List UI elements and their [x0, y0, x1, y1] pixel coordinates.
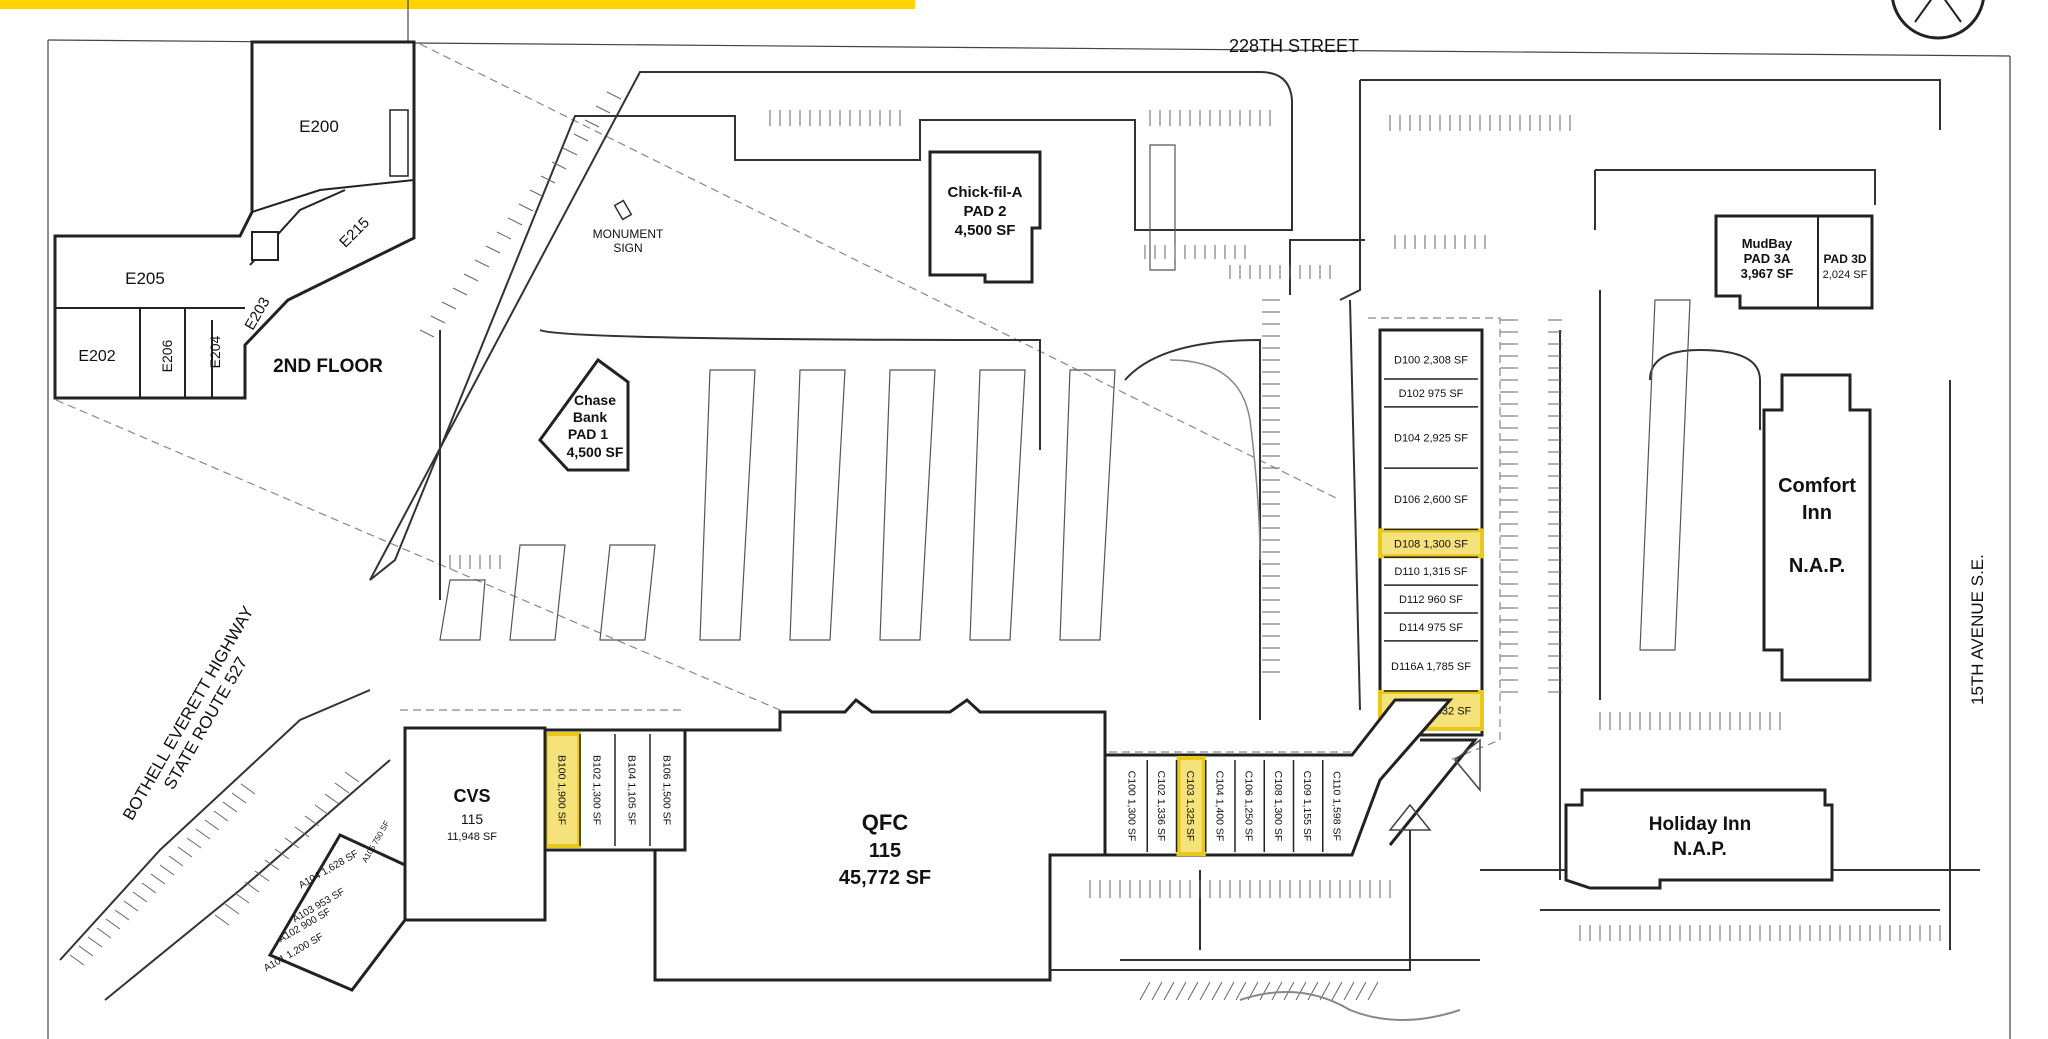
pad-line: MudBay: [1742, 236, 1793, 251]
unit-label: E205: [125, 269, 165, 288]
pad-line: Chase: [574, 392, 616, 408]
unit-label: D102 975 SF: [1399, 388, 1464, 400]
street-bothell-everett: BOTHELL EVERETT HIGHWAY STATE ROUTE 527: [119, 603, 257, 824]
qfc-sf: 45,772 SF: [839, 867, 931, 889]
street-228th: 228TH STREET: [1229, 36, 1359, 56]
cvs-sf: 11,948 SF: [447, 831, 497, 843]
holiday-line1: Holiday Inn: [1649, 814, 1751, 835]
qfc-number: 115: [869, 840, 901, 862]
walking-path: [1169, 359, 1261, 561]
unit-label: C108 1,300 SF: [1272, 771, 1284, 842]
pad-line: PAD 3A: [1744, 251, 1791, 266]
building-cvs: CVS 115 11,948 SF: [403, 726, 547, 922]
top-accent-bar: [0, 0, 915, 9]
unit-label: D112 960 SF: [1399, 594, 1463, 606]
unit-label: E204: [207, 335, 223, 368]
pad-line: Chick-fil-A: [948, 184, 1023, 201]
unit-label: D110 1,315 SF: [1394, 566, 1467, 578]
landscape-path: [1239, 991, 1461, 1021]
qfc-name: QFC: [862, 810, 909, 835]
building-holiday-inn: Holiday Inn N.A.P.: [1564, 788, 1834, 890]
cvs-name: CVS: [453, 786, 490, 806]
unit-label: D114 975 SF: [1399, 622, 1463, 634]
unit-label: C110 1,598 SF: [1330, 771, 1342, 841]
unit-label: E206: [159, 339, 175, 372]
unit-label: C100 1,300 SF: [1126, 771, 1138, 842]
directional-marker: [1388, 803, 1432, 831]
unit-highlight: [544, 732, 581, 848]
c-unit-list: C100 1,300 SF C102 1,336 SF C103 1,325 SF C…: [1126, 756, 1342, 856]
comfort-line1: Comfort: [1778, 475, 1856, 497]
comfort-line2: Inn: [1802, 502, 1832, 524]
pad-chase-bank: Chase Bank PAD 1 4,500 SF: [538, 357, 630, 472]
unit-label: C109 1,155 SF: [1301, 771, 1313, 842]
second-floor-plan: E200 E205 E202 E206 E204 E203 E215 2ND F…: [53, 40, 416, 400]
pad-line: PAD 3D: [1823, 252, 1866, 266]
unit-label: C102 1,336 SF: [1155, 771, 1167, 842]
unit-label: B102 1,300 SF: [591, 755, 603, 825]
building-comfort-inn: Comfort Inn N.A.P.: [1762, 373, 1872, 682]
pad-line: 3,967 SF: [1741, 266, 1794, 281]
holiday-line2: N.A.P.: [1673, 839, 1727, 860]
pad-chick-fil-a: Chick-fil-A PAD 2 4,500 SF: [928, 150, 1042, 284]
unit-highlight: [1176, 756, 1206, 856]
unit-label: B106 1,500 SF: [661, 755, 673, 825]
street-west-line1: BOTHELL EVERETT HIGHWAY: [119, 603, 257, 824]
building-a: [267, 833, 407, 992]
unit-label: D116A 1,785 SF: [1391, 661, 1471, 673]
monument-line2: SIGN: [613, 241, 642, 255]
unit-label: C103 1,325 SF: [1184, 771, 1196, 842]
unit-label: C104 1,400 SF: [1213, 771, 1225, 842]
parking-stripes: [69, 91, 1941, 1001]
unit-label: E200: [299, 117, 339, 136]
compass-icon: [1891, 0, 1985, 40]
pad-mudbay: MudBay PAD 3A 3,967 SF PAD 3D 2,024 SF: [1714, 214, 1874, 310]
unit-label: E202: [78, 348, 115, 365]
comfort-line3: N.A.P.: [1789, 555, 1845, 577]
pad-line: Bank: [573, 409, 607, 425]
pad-line: 4,500 SF: [955, 222, 1016, 239]
unit-label: D106 2,600 SF: [1394, 494, 1468, 506]
unit-label: D104 2,925 SF: [1394, 433, 1468, 445]
pad-line: 4,500 SF: [567, 444, 624, 460]
cvs-number: 115: [461, 811, 484, 827]
unit-label: D100 2,308 SF: [1394, 355, 1468, 367]
unit-highlight: [1378, 528, 1484, 559]
pad-line: PAD 1: [568, 426, 608, 442]
street-15th-ave: 15TH AVENUE S.E.: [1968, 554, 1987, 705]
unit-label: C106 1,250 SF: [1243, 771, 1255, 842]
pad-line: PAD 2: [963, 203, 1006, 220]
directional-marker: [1453, 738, 1481, 793]
b-unit-list: B100 1,900 SF B102 1,300 SF B104 1,105 SF B…: [544, 732, 673, 848]
pad-line: 2,024 SF: [1823, 269, 1868, 281]
unit-label: D108 1,300 SF: [1394, 538, 1468, 550]
road-curbs: [59, 71, 1980, 1001]
unit-label: B104 1,105 SF: [626, 755, 638, 825]
monument-line1: MONUMENT: [593, 227, 664, 241]
second-floor-title: 2ND FLOOR: [273, 356, 383, 377]
building-qfc: QFC 115 45,772 SF: [653, 697, 1107, 982]
parking-stalls: [439, 144, 1691, 651]
stair-block: [251, 231, 279, 261]
monument-sign-marker: [613, 199, 633, 221]
unit-label: B100 1,900 SF: [556, 755, 568, 825]
